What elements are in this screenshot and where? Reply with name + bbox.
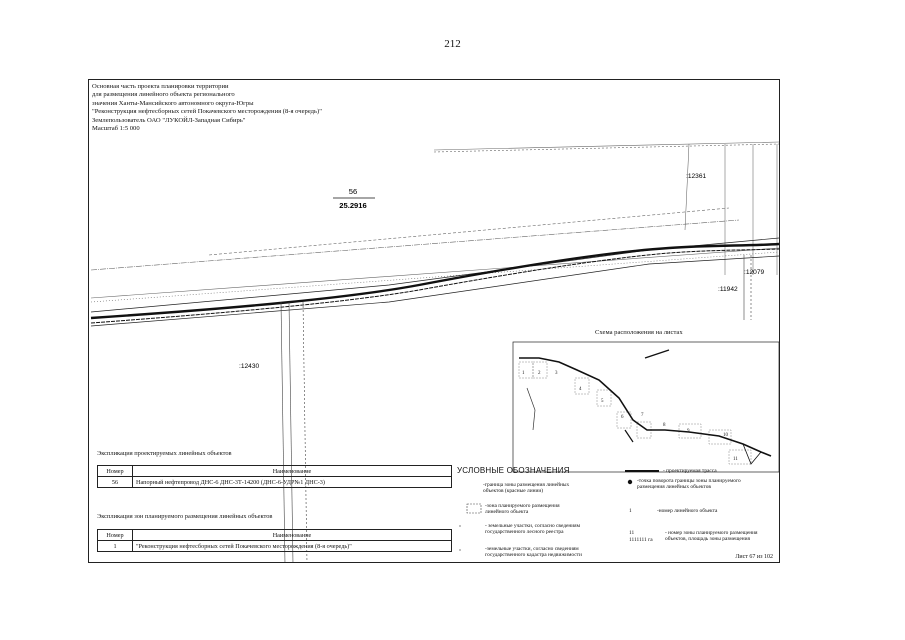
legend-forest-registry: - земельные участки, согласно сведениям … bbox=[485, 523, 581, 536]
header-line-6: Масштаб 1:5 000 bbox=[92, 125, 140, 133]
map-drawing: 56 25.2916 :12361 :12079 :11942 :12430 bbox=[90, 141, 779, 562]
column-header-number: Номер bbox=[97, 465, 133, 477]
legend-red-lines: -граница зоны размещения линейных объект… bbox=[483, 482, 570, 495]
legend-zone-number: - номер зоны планируемого размещения объ… bbox=[665, 530, 758, 543]
right-edge-road bbox=[743, 255, 752, 320]
explication2-caption: Экспликация зон планируемого размещения … bbox=[97, 513, 273, 520]
legend-turn-point: -точка поворота границы зоны планируемог… bbox=[637, 478, 741, 491]
parcel-number: 56 bbox=[349, 187, 357, 196]
legend-cadastre: -земельные участки, согласно сведениям г… bbox=[485, 546, 582, 559]
scheme-sheet-6: 6 bbox=[621, 415, 624, 420]
column-header-name: Наименование bbox=[132, 529, 452, 541]
page-number: 212 bbox=[444, 38, 461, 50]
explication1-table: Номер Наименование 56 Напорный нефтепров… bbox=[97, 465, 452, 488]
scheme-sheet-3: 3 bbox=[555, 371, 558, 376]
table-header-row: Номер Наименование bbox=[97, 529, 452, 541]
legend-zone-number-sample: 11 bbox=[629, 530, 635, 536]
crossing-road bbox=[280, 301, 308, 562]
cadastral-label-12430: :12430 bbox=[239, 363, 260, 370]
sheet-number: Лист 67 из 102 bbox=[735, 554, 773, 560]
header-line-4: "Реконструкция нефтесборных сетей Покаче… bbox=[92, 108, 322, 116]
legend-title: УСЛОВНЫЕ ОБОЗНАЧЕНИЯ bbox=[457, 466, 570, 475]
scheme-sheet-2: 2 bbox=[538, 371, 541, 376]
cell-number: 1 bbox=[97, 540, 133, 552]
table-row: 56 Напорный нефтепровод ДНС-6 ДНС-3Т-142… bbox=[97, 476, 452, 488]
cell-number: 56 bbox=[97, 476, 133, 488]
map-top-edge bbox=[433, 141, 779, 153]
scheme-sheet-5: 5 bbox=[601, 399, 604, 404]
sheet-layout-scheme: 1 2 3 4 5 6 7 8 9 10 11 bbox=[512, 341, 779, 473]
legend-zone: -зона планируемого размещения линейного … bbox=[485, 503, 560, 516]
legend-route: - проектируемая трасса bbox=[663, 468, 717, 474]
scheme-sheet-1: 1 bbox=[522, 371, 525, 376]
explication1-caption: Экспликация проектируемых линейных объек… bbox=[97, 450, 232, 457]
scheme-sheet-9: 9 bbox=[687, 429, 690, 434]
cadastral-label-12079: :12079 bbox=[744, 269, 765, 276]
cadastral-label-12361: :12361 bbox=[686, 173, 707, 180]
table-row: 1 "Реконструкция нефтесборных сетей Пока… bbox=[97, 540, 452, 552]
scheme-sheet-11: 11 bbox=[733, 457, 738, 462]
table-header-row: Номер Наименование bbox=[97, 465, 452, 477]
parcel-area: 25.2916 bbox=[339, 201, 366, 210]
projected-route-parallel bbox=[90, 248, 779, 324]
explication2-table: Номер Наименование 1 "Реконструкция нефт… bbox=[97, 529, 452, 552]
cell-name: Напорный нефтепровод ДНС-6 ДНС-3Т-14200 … bbox=[132, 476, 452, 488]
map-sheet-frame: Основная часть проекта планировки террит… bbox=[88, 79, 780, 563]
grid-lines bbox=[684, 143, 778, 275]
column-header-name: Наименование bbox=[132, 465, 452, 477]
legend-object-number-sample: 1 bbox=[629, 508, 632, 514]
sheet-header: Основная часть проекта планировки террит… bbox=[92, 83, 322, 133]
legend-object-number: -номер линейного объекта bbox=[657, 508, 718, 514]
header-line-5: Землепользователь ОАО "ЛУКОЙЛ-Западная С… bbox=[92, 116, 246, 124]
cell-name: "Реконструкция нефтесборных сетей Покаче… bbox=[132, 540, 452, 552]
scheme-sheet-7: 7 bbox=[641, 413, 644, 418]
header-line-1: Основная часть проекта планировки террит… bbox=[92, 83, 229, 90]
header-line-2: для размещения линейного объекта региона… bbox=[92, 91, 235, 99]
header-line-3: значения Ханты-Мансийского автономного о… bbox=[92, 99, 254, 107]
cadastral-boundaries bbox=[90, 207, 779, 303]
projected-route bbox=[90, 242, 779, 320]
scheme-sheet-4: 4 bbox=[579, 387, 582, 392]
scheme-sheet-10: 10 bbox=[723, 433, 729, 438]
cadastral-label-11942: :11942 bbox=[718, 286, 738, 293]
column-header-number: Номер bbox=[97, 529, 133, 541]
scheme-title: Схема расположения на листах bbox=[595, 329, 683, 336]
scheme-sheet-8: 8 bbox=[663, 423, 666, 428]
legend-zone-area-sample: 1111111 га bbox=[629, 537, 653, 543]
legend-symbols bbox=[459, 470, 659, 551]
